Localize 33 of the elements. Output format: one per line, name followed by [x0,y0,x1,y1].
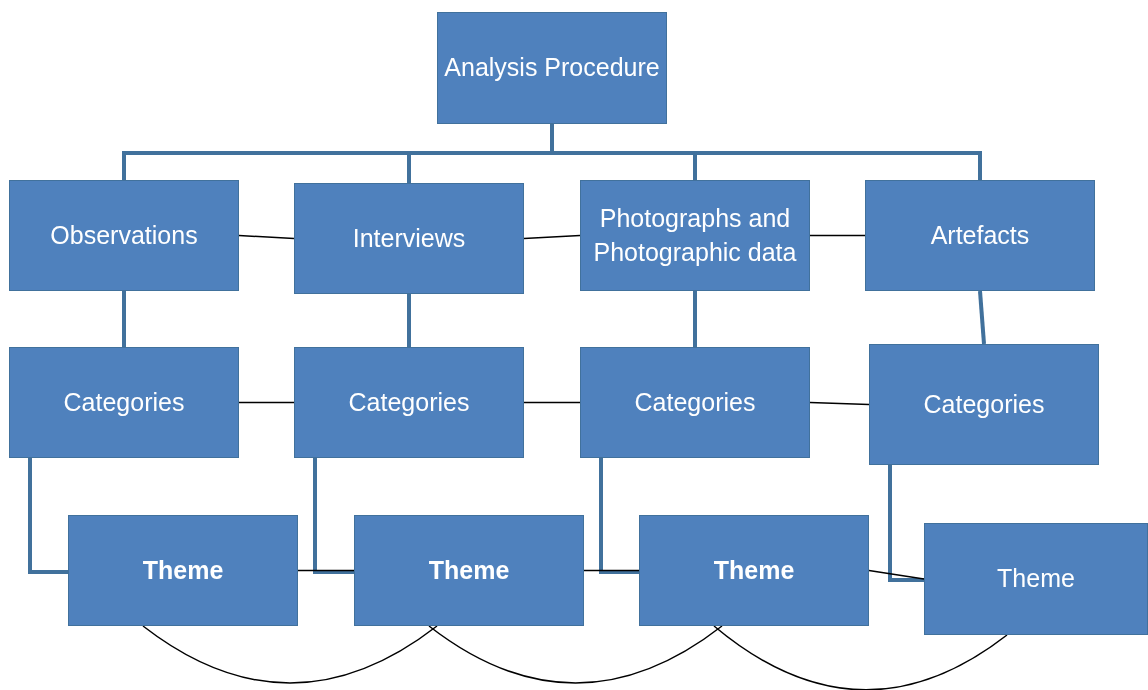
process-box: Photographs and Photographic data [580,180,810,291]
process-box: Theme [639,515,869,626]
connector-line [809,401,870,406]
connector-line [122,291,126,347]
connector-line [809,234,866,237]
connector-line [142,625,438,684]
connector-line [428,625,723,684]
process-box: Categories [580,347,810,458]
process-box: Theme [354,515,584,626]
connector-line [28,458,68,574]
process-box: Theme [68,515,298,626]
connector-line [583,569,640,572]
connector-line [297,569,355,572]
connector-line [523,234,581,240]
process-box: Categories [294,347,524,458]
connector-line [238,234,295,240]
connector-line [599,458,639,574]
connector-line [978,290,986,345]
connector-line [313,458,354,574]
process-box: Theme [924,523,1148,635]
process-box: Analysis Procedure [437,12,667,124]
connector-line [868,569,925,580]
process-box: Categories [869,344,1099,465]
connector-line [407,294,411,347]
process-box: Observations [9,180,239,291]
process-box: Interviews [294,183,524,294]
process-box: Categories [9,347,239,458]
connector-line [523,401,581,404]
connector-line [693,291,697,347]
connector-line [238,401,295,404]
process-box: Artefacts [865,180,1095,291]
connector-line [713,625,1008,690]
connector-line [888,465,924,582]
